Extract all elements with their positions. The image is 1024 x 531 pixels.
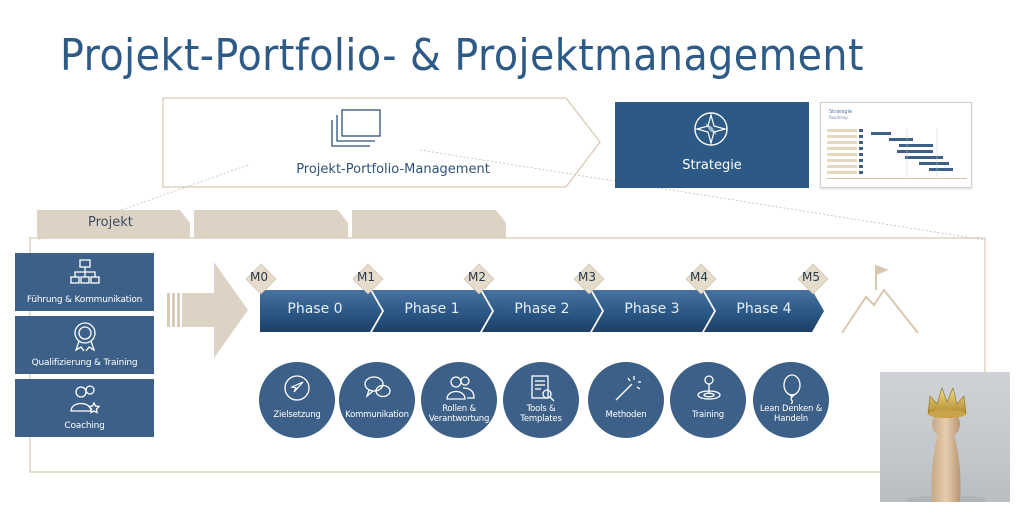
- milestone-diamond-2: [463, 263, 495, 295]
- people-star-icon: [70, 385, 101, 414]
- compass-icon: [694, 112, 728, 146]
- circle-lean-denken-handeln[interactable]: Lean Denken & Handeln: [753, 362, 829, 438]
- milestone-label-4: M4: [690, 270, 708, 284]
- phase-chevron-1: [372, 290, 492, 332]
- tab-3: [352, 210, 506, 238]
- entry-arrow: [182, 262, 248, 358]
- side-button-label: Coaching: [64, 421, 105, 431]
- roadmap-gantt: [827, 129, 967, 179]
- circle-label: Tools & Templates: [520, 404, 562, 424]
- org-chart-icon: [70, 259, 100, 284]
- roadmap-thumbnail[interactable]: Strategie Roadmap: [820, 102, 972, 188]
- milestone-diamond-3: [573, 263, 605, 295]
- milestone-label-0: M0: [250, 270, 268, 284]
- fuehrung-kommunikation-button[interactable]: Führung & Kommunikation: [15, 253, 154, 311]
- circle-rollen-verantwortung[interactable]: Rollen & Verantwortung: [421, 362, 497, 438]
- tab-projekt-label[interactable]: Projekt: [88, 215, 133, 230]
- phase-label-1[interactable]: Phase 1: [404, 301, 460, 317]
- phase-label-0[interactable]: Phase 0: [287, 301, 343, 317]
- milestone-label-1: M1: [357, 270, 375, 284]
- milestone-diamond-5: [797, 263, 829, 295]
- circle-label: Kommunikation: [345, 410, 409, 420]
- circle-label: Rollen & Verantwortung: [428, 404, 490, 424]
- page-title: Projekt-Portfolio- & Projektmanagement: [60, 30, 864, 81]
- circle-methoden[interactable]: Methoden: [588, 362, 664, 438]
- mountain-flag-icon: [841, 264, 919, 334]
- milestone-label-2: M2: [468, 270, 486, 284]
- tab-2: [194, 210, 348, 238]
- milestone-diamond-1: [352, 263, 384, 295]
- project-frame: [29, 237, 986, 473]
- qualifizierung-training-button[interactable]: Qualifizierung & Training: [15, 316, 154, 374]
- phase-label-3[interactable]: Phase 3: [624, 301, 680, 317]
- strategie-label: Strategie: [682, 158, 742, 173]
- phase-chevron-0: [260, 290, 382, 332]
- roadmap-thumbnail-title: Strategie: [829, 109, 852, 115]
- people-icon: [446, 376, 475, 400]
- side-button-label: Führung & Kommunikation: [26, 295, 143, 305]
- stacked-windows-icon: [331, 109, 381, 147]
- person-target-icon: [697, 375, 721, 400]
- chat-bubbles-icon: [364, 376, 391, 398]
- side-button-label: Qualifizierung & Training: [31, 358, 138, 368]
- phase-chevron-2: [482, 290, 602, 332]
- award-badge-icon: [74, 322, 96, 352]
- milestone-diamond-0: [245, 263, 277, 295]
- phase-label-4[interactable]: Phase 4: [736, 301, 792, 317]
- phase-chevron-4: [704, 290, 824, 332]
- document-search-icon: [531, 375, 555, 402]
- portfolio-arrow-shape: [162, 97, 601, 188]
- portfolio-management-label: Projekt-Portfolio-Management: [296, 162, 490, 177]
- phase-label-2[interactable]: Phase 2: [514, 301, 570, 317]
- circle-zielsetzung[interactable]: Zielsetzung: [259, 362, 335, 438]
- circle-label: Methoden: [605, 410, 647, 420]
- circle-training[interactable]: Training: [670, 362, 746, 438]
- tab-projekt: [37, 210, 190, 238]
- king-figure-illustration: [906, 387, 986, 505]
- circle-label: Lean Denken & Handeln: [759, 404, 823, 424]
- circle-label: Training: [692, 410, 724, 420]
- phase-chevron-3: [592, 290, 714, 332]
- king-figure-photo: [880, 372, 1010, 505]
- circle-kommunikation[interactable]: Kommunikation: [339, 362, 415, 438]
- magic-wand-icon: [615, 376, 641, 401]
- circle-tools-templates[interactable]: Tools & Templates: [503, 362, 579, 438]
- milestone-diamond-4: [685, 263, 717, 295]
- coaching-button[interactable]: Coaching: [15, 379, 154, 437]
- milestone-label-3: M3: [578, 270, 596, 284]
- roadmap-thumbnail-subtitle: Roadmap: [829, 115, 848, 120]
- balloon-icon: [783, 374, 801, 404]
- milestone-label-5: M5: [802, 270, 820, 284]
- circle-label: Zielsetzung: [273, 410, 321, 420]
- navigation-arrow-icon: [284, 375, 310, 401]
